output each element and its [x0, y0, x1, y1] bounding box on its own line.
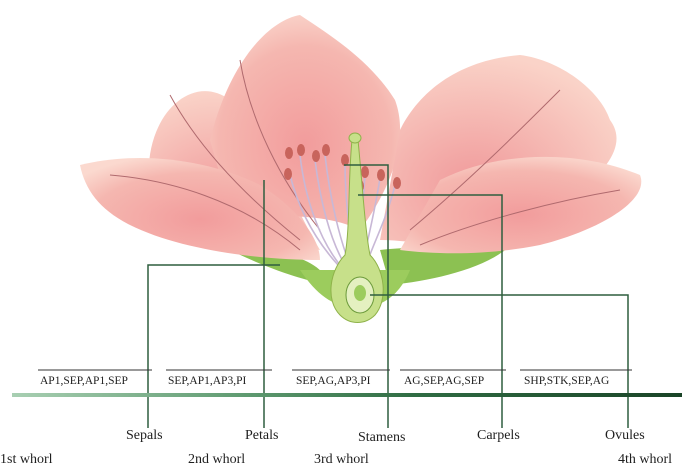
whorl-label-2: 2nd whorl [188, 452, 245, 468]
gene-set-ovules: SHP,STK,SEP,AG [524, 375, 609, 387]
organ-label-ovules: Ovules [605, 428, 645, 444]
organ-label-petals: Petals [245, 428, 278, 444]
whorl-label-3: 3rd whorl [314, 452, 369, 468]
gene-set-carpels: AG,SEP,AG,SEP [404, 375, 484, 387]
organ-label-stamens: Stamens [358, 430, 405, 446]
whorl-bar [12, 393, 682, 397]
gene-set-petals: SEP,AP1,AP3,PI [168, 375, 246, 387]
gene-set-stamens: SEP,AG,AP3,PI [296, 375, 370, 387]
whorl-label-4: 4th whorl [618, 452, 672, 468]
organ-label-carpels: Carpels [477, 428, 520, 444]
whorl-label-1: 1st whorl [0, 452, 53, 468]
organ-label-sepals: Sepals [126, 428, 163, 444]
gene-set-sepals: AP1,SEP,AP1,SEP [40, 375, 128, 387]
